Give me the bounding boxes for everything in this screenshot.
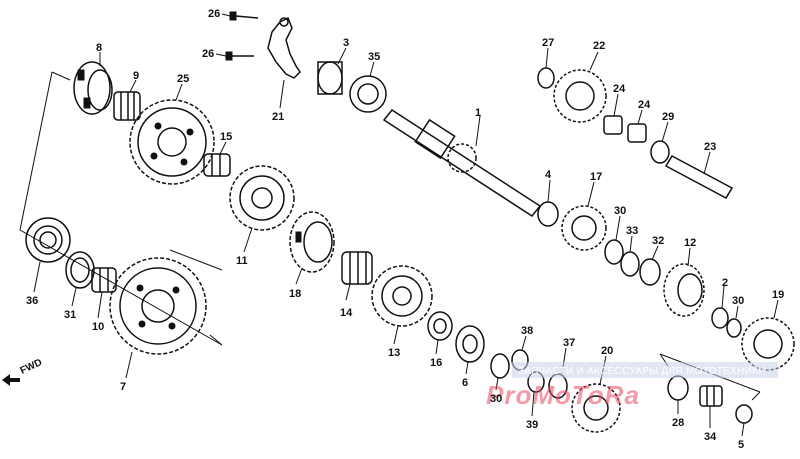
- part-21: [267, 16, 301, 109]
- label-34: 33: [626, 225, 638, 237]
- label-30b: 30: [490, 393, 502, 405]
- part-13: [371, 265, 433, 345]
- part-31: [726, 305, 742, 338]
- label-27: 27: [542, 37, 554, 49]
- fwd-label: FWD: [19, 357, 44, 377]
- label-26: 26: [208, 8, 220, 20]
- label-1: 1: [475, 107, 481, 119]
- part-10: [91, 267, 117, 319]
- part-4: [537, 179, 559, 227]
- label-14: 14: [340, 307, 353, 319]
- label-5: 5: [738, 439, 744, 451]
- label-28: 28: [672, 417, 684, 429]
- label-16: 16: [430, 357, 442, 369]
- label-7: 7: [120, 381, 126, 393]
- part-20: [571, 355, 621, 433]
- label-10: 10: [92, 321, 104, 333]
- label-35: 34: [704, 431, 717, 443]
- label-11: 11: [236, 255, 248, 267]
- part-35: [699, 385, 723, 428]
- part-30b: [490, 353, 510, 391]
- watermark-logo: ProMoToRa: [486, 380, 640, 410]
- label-31: 30: [732, 295, 744, 307]
- part-18: [289, 211, 335, 285]
- part-26b: [215, 51, 254, 61]
- label-33: 32: [652, 235, 664, 247]
- part-25: [129, 83, 215, 185]
- label-25: 25: [177, 73, 189, 85]
- part-3: [317, 47, 347, 95]
- part-6: [455, 325, 485, 375]
- part-9: [113, 79, 141, 121]
- part-12: [663, 247, 705, 317]
- part-7: [109, 257, 207, 379]
- part-27: [537, 47, 555, 89]
- part-11: [229, 165, 295, 253]
- fwd-arrow: FWD: [2, 357, 44, 386]
- label-32: 31: [64, 309, 76, 321]
- part-30: [604, 215, 624, 265]
- label-38: 37: [563, 337, 575, 349]
- label-4: 4: [545, 169, 552, 181]
- part-16: [427, 311, 453, 355]
- part-14: [341, 251, 373, 301]
- label-3: 3: [343, 37, 349, 49]
- part-5: [735, 404, 753, 437]
- label-18: 18: [289, 288, 301, 300]
- label-29: 29: [662, 111, 674, 123]
- part-24b: [627, 109, 647, 143]
- label-15: 15: [220, 131, 232, 143]
- label-9: 9: [133, 70, 139, 82]
- part-34: [620, 235, 640, 277]
- label-37: 36: [26, 295, 38, 307]
- label-24b: 24: [638, 99, 651, 111]
- label-24: 24: [613, 83, 626, 95]
- part-37: [25, 217, 71, 293]
- part-29: [650, 121, 670, 164]
- label-20: 20: [601, 345, 613, 357]
- label-17: 17: [590, 171, 602, 183]
- part-2: [711, 285, 729, 329]
- part-36: [349, 61, 387, 113]
- label-39: 38: [521, 325, 533, 337]
- label-39b: 39: [526, 419, 538, 431]
- label-19: 19: [772, 289, 784, 301]
- label-23: 23: [704, 141, 716, 153]
- part-26: [221, 11, 259, 21]
- label-2: 2: [722, 277, 728, 289]
- part-28: [667, 375, 689, 414]
- label-30: 30: [614, 205, 626, 217]
- part-24: [603, 93, 623, 135]
- label-21: 21: [272, 111, 284, 123]
- part-32: [65, 251, 95, 307]
- part-23: [664, 151, 734, 199]
- label-8: 8: [96, 42, 102, 54]
- label-12: 12: [684, 237, 696, 249]
- label-13: 13: [388, 347, 400, 359]
- label-22: 22: [593, 40, 605, 52]
- part-labels: 1 2 3 4 5 6 7 8 9 10 11 12 13 14 15 16 1…: [26, 8, 784, 451]
- part-19: [741, 299, 795, 371]
- part-22: [553, 51, 607, 123]
- label-26b: 26: [202, 48, 214, 60]
- watermark-text: ЗАПЧАСТИ И АКСЕССУАРЫ ДЛЯ МОТОТЕХНИКИ: [518, 366, 766, 377]
- part-8: [73, 52, 113, 115]
- countershaft-group-frame: [19, 71, 223, 346]
- part-17: [561, 181, 607, 251]
- part-15: [203, 141, 231, 177]
- label-6: 6: [462, 377, 468, 389]
- part-1: [382, 109, 542, 217]
- part-33: [639, 245, 661, 286]
- watermark: ЗАПЧАСТИ И АКСЕССУАРЫ ДЛЯ МОТОТЕХНИКИ Pr…: [486, 362, 778, 410]
- label-36: 35: [368, 51, 380, 63]
